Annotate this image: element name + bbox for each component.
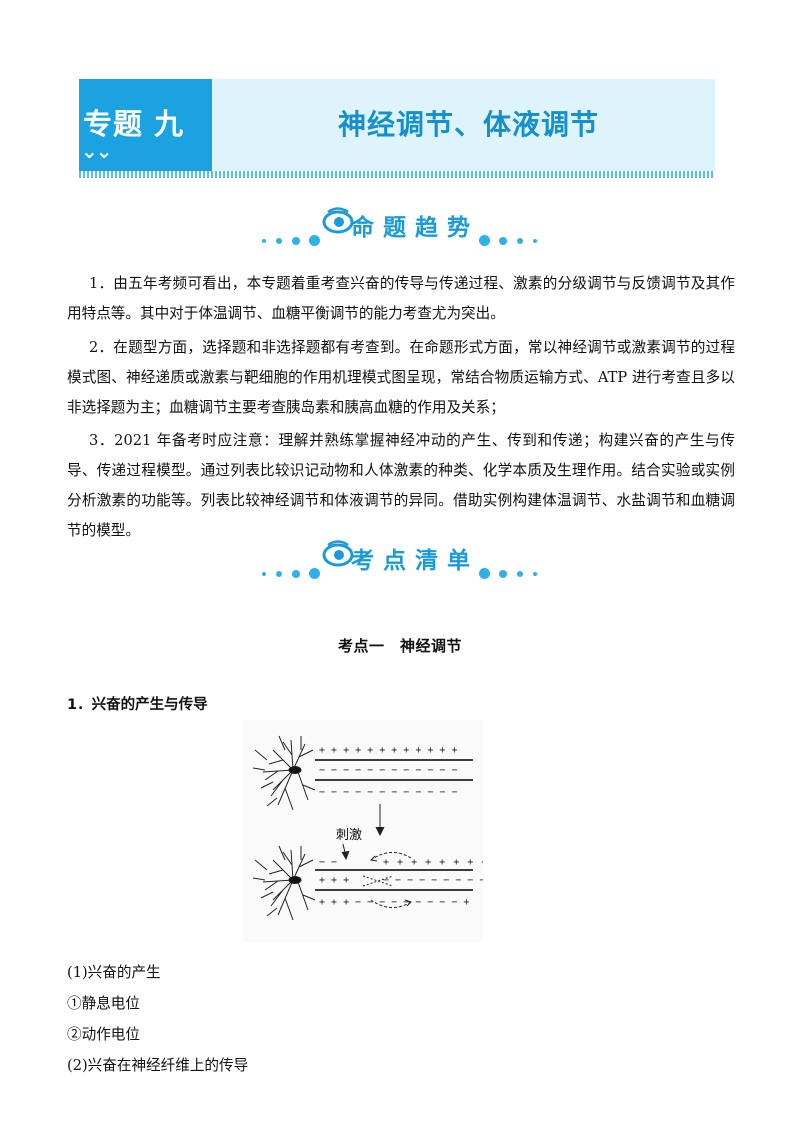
- section-badge: 命题趋势: [320, 207, 482, 241]
- chevron-down-icon: ⌄⌄: [81, 139, 112, 163]
- section-title: 考点清单: [351, 548, 479, 574]
- stimulus-label: 刺激: [336, 828, 363, 843]
- item-resting-potential: ①静息电位: [67, 995, 140, 1012]
- bottom-outer-right-signs: + + + + + + + + +: [383, 857, 483, 868]
- topic-label-block: 专题 九 ⌄⌄: [79, 79, 212, 171]
- trend-paragraph-3: 3．2021 年备考时应注意：理解并熟练掌握神经冲动的产生、传到和传递；构建兴奋…: [67, 432, 735, 539]
- top-neuron-dendrites: [252, 735, 316, 811]
- section-badge: 考点清单: [320, 540, 482, 574]
- subsection-title: 1．兴奋的产生与传导: [67, 697, 208, 713]
- bottom-nucleus: [288, 876, 302, 884]
- top-lower-signs: − − − − − − − − − − − −: [319, 787, 457, 798]
- topic-label: 专题 九: [83, 107, 185, 141]
- right-dots-decoration: [479, 234, 539, 248]
- top-outer-signs: + + + + + + + + + + + +: [319, 745, 457, 756]
- bottom-lower-right-signs: − − − − − − − − − +: [355, 897, 469, 908]
- point-one-title: 考点一 神经调节: [337, 637, 462, 655]
- trend-paragraph-2: 2．在题型方面，选择题和非选择题都有考查到。在命题形式方面，常以神经调节或激素调…: [67, 339, 735, 416]
- banner-stripe-divider: [79, 171, 715, 178]
- right-dots-decoration: [479, 567, 539, 581]
- item-excitation-generation: (1)兴奋的产生: [67, 964, 161, 981]
- neuron-diagram-svg: + + + + + + + + + + + + − − − − − − − − …: [252, 735, 501, 921]
- topic-title: 神经调节、体液调节: [337, 108, 599, 141]
- item-conduction-on-fiber: (2)兴奋在神经纤维上的传导: [67, 1057, 249, 1074]
- left-dots-decoration: [262, 234, 322, 248]
- topic-banner: 专题 九 ⌄⌄ 神经调节、体液调节: [79, 79, 715, 178]
- section-title: 命题趋势: [351, 215, 479, 241]
- eye-icon: [322, 540, 354, 567]
- topic-title-block: 神经调节、体液调节: [212, 79, 715, 171]
- bottom-inner-right-signs: − − − − − − − − −: [383, 875, 483, 886]
- left-dots-decoration: [262, 567, 322, 581]
- section-header-trend: 命题趋势: [0, 207, 800, 257]
- top-inner-signs: − − − − − − − − − − − −: [319, 765, 457, 776]
- bottom-neuron-dendrites: [252, 845, 316, 921]
- bottom-outer-left-signs: − −: [319, 857, 337, 868]
- neuron-diagram: + + + + + + + + + + + + − − − − − − − − …: [243, 720, 501, 942]
- eye-icon: [322, 207, 354, 234]
- trend-paragraph-1: 1．由五年考频可看出，本专题着重考查兴奋的传导与传递过程、激素的分级调节与反馈调…: [67, 275, 735, 322]
- top-nucleus: [288, 766, 302, 774]
- section-header-checklist: 考点清单: [0, 540, 800, 590]
- bottom-inner-left-signs: + + +: [319, 875, 349, 886]
- bottom-lower-left-signs: + + +: [319, 897, 349, 908]
- item-action-potential: ②动作电位: [67, 1026, 140, 1043]
